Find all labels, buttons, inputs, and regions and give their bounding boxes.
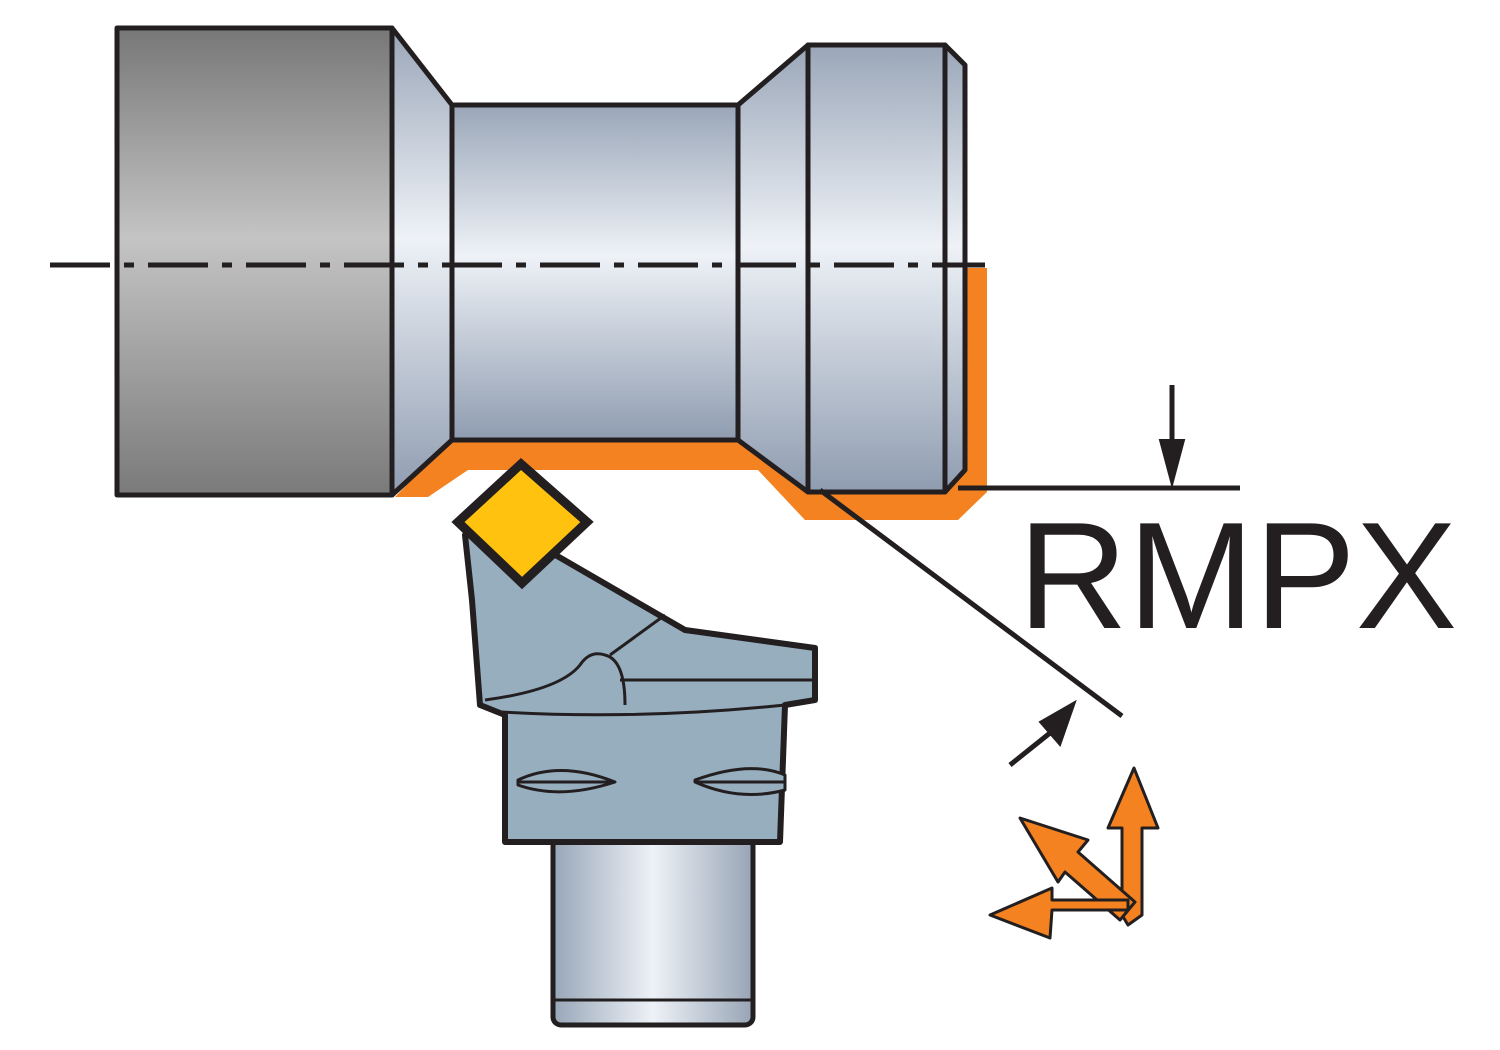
right-cylinder — [805, 42, 948, 495]
cutting-insert — [451, 457, 594, 590]
chuck — [114, 25, 395, 498]
holder-shank — [550, 835, 756, 1028]
workpiece — [114, 25, 968, 498]
feed-direction-icon — [988, 766, 1160, 940]
right-taper — [735, 42, 811, 495]
left-taper — [389, 25, 455, 498]
tool-holder — [462, 517, 818, 1028]
cutting-type-label: RMPX — [1018, 491, 1457, 661]
dimension-lines — [818, 385, 1240, 767]
machined-profile — [395, 268, 987, 520]
end-chamfer — [942, 42, 968, 495]
center-cylinder — [449, 102, 741, 443]
